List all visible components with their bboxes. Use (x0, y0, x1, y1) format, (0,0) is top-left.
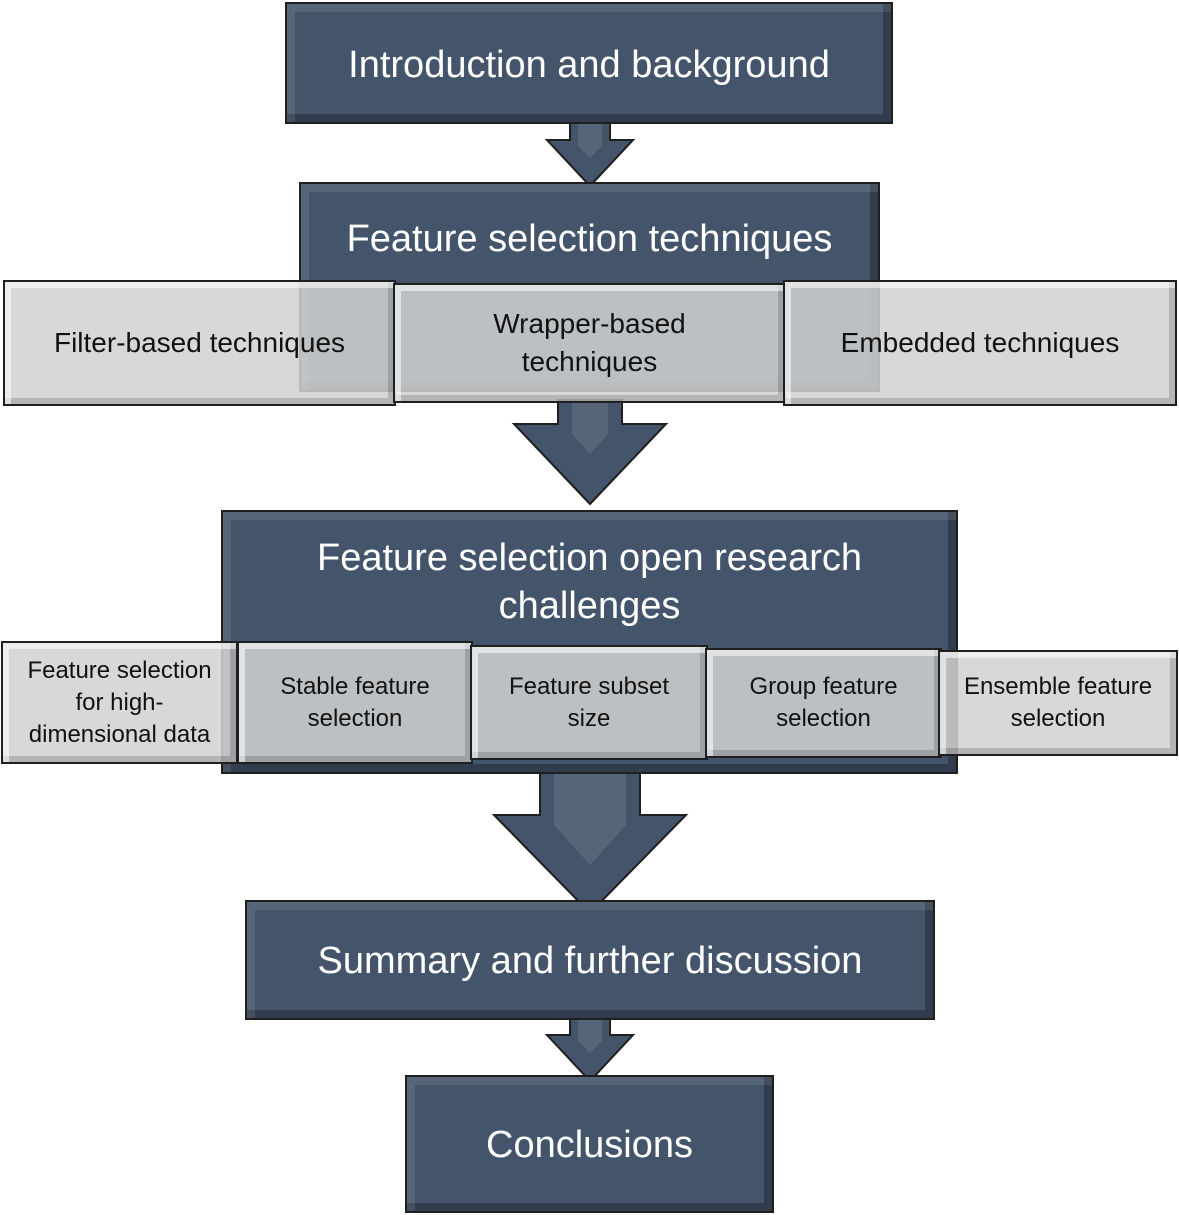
group-selection-label: Group feature selection (749, 673, 898, 732)
intro-label: Introduction and background (348, 44, 830, 86)
arrow-techniques-to-challenges (511, 399, 669, 506)
group-selection-box: Group feature selection (705, 648, 942, 758)
summary-label: Summary and further discussion (317, 940, 863, 982)
embedded-techniques-box: Embedded techniques (783, 280, 1177, 406)
challenges-label: Feature selection open research challeng… (317, 537, 862, 627)
ensemble-selection-box: Ensemble feature selection (938, 650, 1178, 756)
embedded-techniques-label: Embedded techniques (840, 327, 1120, 358)
conclusions-label: Conclusions (486, 1124, 693, 1166)
filter-techniques-label: Filter-based techniques (53, 327, 346, 358)
subset-size-label: Feature subset size (508, 672, 670, 732)
filter-techniques-box: Filter-based techniques (3, 280, 396, 406)
intro-box: Introduction and background (285, 2, 893, 124)
high-dimensional-label: Feature selection for high- dimensional … (27, 656, 212, 748)
high-dimensional-box: Feature selection for high- dimensional … (1, 641, 238, 764)
stable-selection-box: Stable feature selection (237, 641, 473, 764)
subset-size-box: Feature subset size (470, 645, 708, 760)
summary-box: Summary and further discussion (245, 900, 935, 1020)
conclusions-box: Conclusions (405, 1075, 774, 1213)
wrapper-techniques-box: Wrapper-based techniques (393, 283, 786, 403)
wrapper-techniques-label: Wrapper-based techniques (493, 308, 686, 377)
techniques-label: Feature selection techniques (346, 218, 833, 260)
arrow-challenges-to-summary (491, 764, 689, 915)
ensemble-selection-label: Ensemble feature selection (963, 673, 1153, 732)
stable-selection-label: Stable feature selection (280, 672, 430, 732)
